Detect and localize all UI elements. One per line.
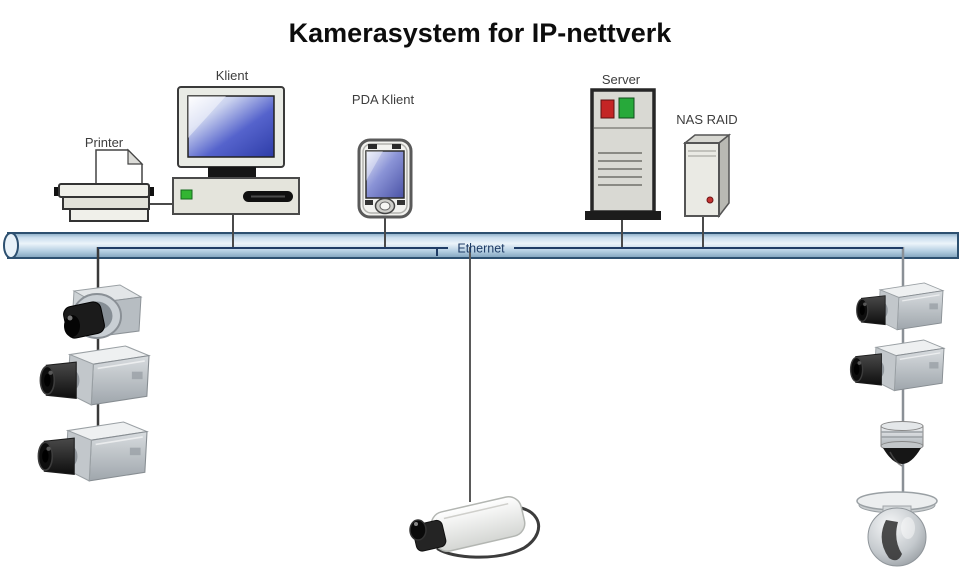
server-tower-icon xyxy=(585,88,661,220)
device-connector-lines xyxy=(150,203,704,247)
box-camera-icon xyxy=(37,421,148,482)
nas-red-indicator xyxy=(706,196,714,204)
page-title: Kamerasystem for IP-nettverk xyxy=(289,18,673,48)
ethernet-label: Ethernet xyxy=(457,242,505,256)
server-green-indicator xyxy=(618,97,635,119)
camera-group-right xyxy=(849,282,945,567)
camera-group-left xyxy=(37,284,150,482)
camera-group-center xyxy=(409,496,541,559)
mini-dome-camera-icon xyxy=(880,421,924,467)
ethernet-bus-line: Ethernet xyxy=(98,242,903,256)
nas-raid-tower-icon xyxy=(682,133,732,219)
printer-node: Printer xyxy=(54,135,154,222)
camera-cable xyxy=(436,505,541,559)
server-node: Server xyxy=(585,72,661,220)
bus-left-cap xyxy=(3,232,19,259)
printer-label: Printer xyxy=(85,135,124,150)
client-node: Klient xyxy=(172,68,300,215)
box-camera-icon xyxy=(849,339,945,392)
nas-raid-label: NAS RAID xyxy=(676,112,737,127)
pda-icon xyxy=(357,138,413,219)
power-led xyxy=(180,189,193,200)
client-label: Klient xyxy=(216,68,249,83)
server-red-indicator xyxy=(600,99,615,119)
printer-icon xyxy=(54,148,154,222)
white-network-camera-icon xyxy=(409,496,541,559)
pda-client-node: PDA Klient xyxy=(352,92,415,219)
desktop-computer-icon xyxy=(172,86,300,215)
pda-client-label: PDA Klient xyxy=(352,92,415,107)
server-label: Server xyxy=(602,72,641,87)
ethernet-bus-pipe xyxy=(3,232,959,259)
box-camera-icon xyxy=(39,345,150,406)
nas-raid-node: NAS RAID xyxy=(676,112,738,219)
ptz-dome-camera-icon xyxy=(856,491,938,567)
box-camera-icon xyxy=(856,282,944,331)
compact-network-camera-icon xyxy=(63,284,143,339)
